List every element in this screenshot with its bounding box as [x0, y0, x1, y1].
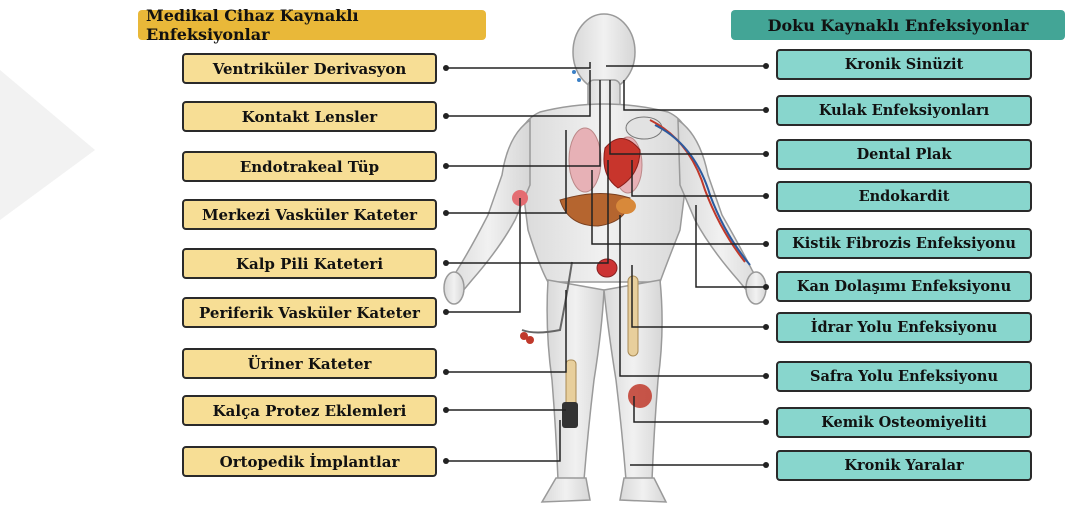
- device-box-periferik-vaskuler-kateter: Periferik Vasküler Kateter: [182, 297, 437, 328]
- tissue-box-kistik-fibrozis: Kistik Fibrozis Enfeksiyonu: [776, 228, 1032, 259]
- tissue-box-safra-yolu: Safra Yolu Enfeksiyonu: [776, 361, 1032, 392]
- device-box-kontakt-lensler: Kontakt Lensler: [182, 101, 437, 132]
- device-box-uriner-kateter: Üriner Kateter: [182, 348, 437, 379]
- connector-endotrakeal: [446, 80, 600, 166]
- device-box-endotrakeal-tup: Endotrakeal Tüp: [182, 151, 437, 182]
- tissue-infections-header: Doku Kaynaklı Enfeksiyonlar: [731, 10, 1065, 40]
- connector-kan: [696, 205, 766, 287]
- connector-kistik: [592, 170, 766, 244]
- device-box-kalca-protez-eklemleri: Kalça Protez Eklemleri: [182, 395, 437, 426]
- tissue-box-idrar-yolu: İdrar Yolu Enfeksiyonu: [776, 312, 1032, 343]
- connector-kemik: [634, 396, 766, 422]
- connector-endokardit: [632, 160, 766, 196]
- tissue-box-endokardit: Endokardit: [776, 181, 1032, 212]
- tissue-box-kronik-yaralar: Kronik Yaralar: [776, 450, 1032, 481]
- tissue-box-kan-dolasimi: Kan Dolaşımı Enfeksiyonu: [776, 271, 1032, 302]
- connector-periferik: [446, 198, 520, 312]
- connector-dental: [610, 80, 766, 154]
- device-infections-header: Medikal Cihaz Kaynaklı Enfeksiyonlar: [138, 10, 486, 40]
- tissue-box-kronik-sinuzit: Kronik Sinüzit: [776, 49, 1032, 80]
- device-box-ortopedik-implantlar: Ortopedik İmplantlar: [182, 446, 437, 477]
- connector-ventrikuler: [446, 62, 590, 68]
- tissue-box-kemik-osteomiyeliti: Kemik Osteomiyeliti: [776, 407, 1032, 438]
- connector-kulak: [624, 80, 766, 110]
- tissue-box-kulak-enfeksiyonlari: Kulak Enfeksiyonları: [776, 95, 1032, 126]
- connector-ortopedik: [446, 420, 560, 461]
- connector-idrar: [632, 265, 766, 327]
- connector-kalppili: [446, 160, 608, 263]
- connector-merkezi: [446, 130, 566, 213]
- connector-kontakt: [446, 70, 590, 116]
- tissue-box-dental-plak: Dental Plak: [776, 139, 1032, 170]
- device-box-merkezi-vaskuler-kateter: Merkezi Vasküler Kateter: [182, 199, 437, 230]
- device-box-ventrikuler-derivasyon: Ventriküler Derivasyon: [182, 53, 437, 84]
- connector-uriner: [446, 290, 566, 372]
- connector-safra: [620, 215, 766, 376]
- device-box-kalp-pili-kateteri: Kalp Pili Kateteri: [182, 248, 437, 279]
